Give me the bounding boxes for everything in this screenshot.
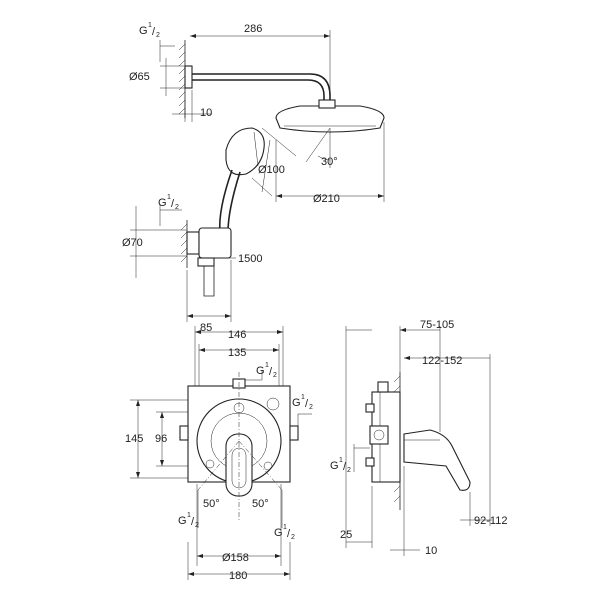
- bottom-left-thread-label: G 1 / 2: [178, 512, 199, 529]
- mixer-front-view: [130, 326, 312, 580]
- svg-text:G: G: [178, 515, 187, 527]
- svg-text:1: 1: [301, 394, 305, 401]
- svg-text:G: G: [274, 527, 283, 539]
- svg-text:2: 2: [195, 522, 199, 529]
- arm-length-label: 286: [244, 23, 262, 35]
- right-angle-label: 50°: [252, 498, 269, 510]
- outlet-thread-label: G 1 / 2: [158, 194, 179, 211]
- svg-text:/: /: [269, 366, 273, 378]
- side-wall-offset-label: 10: [425, 545, 437, 557]
- box-height-label: 145: [125, 433, 143, 445]
- overall-width-label: 180: [229, 570, 247, 582]
- svg-text:1: 1: [187, 512, 191, 519]
- bottom-offset-label: 25: [340, 529, 352, 541]
- side-left-thread-label: G 1 / 2: [330, 457, 351, 474]
- svg-text:2: 2: [309, 404, 313, 411]
- flange-thread-label: G 1 / 2: [139, 22, 160, 39]
- svg-text:1: 1: [339, 457, 343, 464]
- svg-text:/: /: [171, 198, 175, 210]
- svg-text:G: G: [330, 460, 339, 472]
- shower-arm-view: [159, 30, 385, 202]
- hose-length-label: 1500: [238, 253, 262, 265]
- arm-wall-offset-label: 10: [200, 107, 212, 119]
- rosette-diameter-label: Ø158: [222, 552, 249, 564]
- svg-text:2: 2: [156, 32, 160, 39]
- installation-depth-label: 75-105: [420, 319, 454, 331]
- top-thread-label: G 1 / 2: [256, 362, 277, 379]
- mixer-side-view: [345, 326, 492, 556]
- outlet-diameter-label: Ø70: [122, 237, 143, 249]
- flange-diameter-label: Ø65: [129, 71, 150, 83]
- svg-text:G: G: [139, 25, 148, 37]
- svg-text:/: /: [343, 461, 347, 473]
- lever-height-label: 92-112: [474, 515, 507, 527]
- inner-height-label: 96: [155, 433, 167, 445]
- plate-inner-width-label: 135: [228, 347, 246, 359]
- svg-text:1: 1: [283, 524, 287, 531]
- svg-text:1: 1: [167, 194, 171, 201]
- svg-text:2: 2: [175, 204, 179, 211]
- side-thread-label: G 1 / 2: [292, 394, 313, 411]
- svg-text:G: G: [158, 197, 167, 209]
- svg-text:2: 2: [273, 372, 277, 379]
- svg-text:1: 1: [148, 22, 152, 29]
- svg-text:G: G: [292, 397, 301, 409]
- hand-shower-view: [130, 127, 297, 322]
- bottom-right-thread-label: G 1 / 2: [274, 524, 295, 541]
- plate-width-label: 146: [228, 329, 246, 341]
- head-diameter-label: Ø210: [313, 193, 340, 205]
- outlet-depth-label: 85: [200, 322, 212, 334]
- head-tilt-label: 30°: [321, 156, 338, 168]
- svg-text:/: /: [191, 516, 195, 528]
- svg-text:G: G: [256, 365, 265, 377]
- svg-text:1: 1: [265, 362, 269, 369]
- hand-shower-diameter-label: Ø100: [258, 164, 285, 176]
- svg-text:/: /: [287, 528, 291, 540]
- svg-text:/: /: [152, 26, 156, 38]
- svg-text:2: 2: [347, 467, 351, 474]
- lever-depth-label: 122-152: [422, 355, 462, 367]
- svg-text:2: 2: [291, 534, 295, 541]
- svg-text:/: /: [305, 398, 309, 410]
- left-angle-label: 50°: [203, 498, 220, 510]
